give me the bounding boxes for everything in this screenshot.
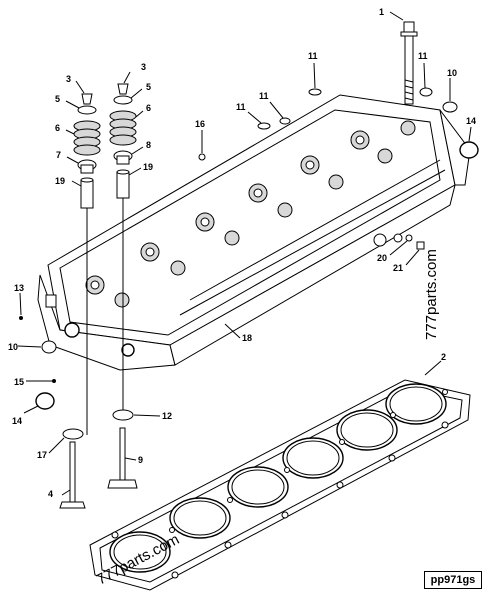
cylinder-head xyxy=(37,94,471,371)
callout-4: 4 xyxy=(48,489,53,499)
callout-16: 16 xyxy=(195,119,205,129)
callout-6-right: 6 xyxy=(146,103,151,113)
callout-3-right: 3 xyxy=(141,62,146,72)
callout-11-b: 11 xyxy=(418,51,428,61)
callout-15: 15 xyxy=(14,377,24,387)
o-rings xyxy=(19,87,479,440)
head-bolt-part-1 xyxy=(400,21,418,105)
callout-14-left: 14 xyxy=(12,416,22,426)
callout-7: 7 xyxy=(56,150,61,160)
callout-14-right: 14 xyxy=(466,116,476,126)
valve-part-9 xyxy=(107,427,138,489)
callout-20: 20 xyxy=(377,253,387,263)
leader-lines xyxy=(17,11,472,496)
callout-21: 21 xyxy=(393,263,403,273)
callout-11-c: 11 xyxy=(236,102,246,112)
diagram-code-label: pp971gs xyxy=(424,571,482,589)
valve-stack-left xyxy=(73,93,101,209)
callout-5-left: 5 xyxy=(55,94,60,104)
head-gasket xyxy=(89,379,471,591)
callout-10-right: 10 xyxy=(447,68,457,78)
callout-10-left: 10 xyxy=(8,342,18,352)
callout-8: 8 xyxy=(146,140,151,150)
callout-6-left: 6 xyxy=(55,123,60,133)
callout-11-d: 11 xyxy=(259,91,269,101)
callout-labels: 1 2 3 3 4 5 5 6 6 7 8 9 10 10 11 11 11 1… xyxy=(8,7,476,499)
callout-1: 1 xyxy=(379,7,384,17)
callout-11-a: 11 xyxy=(308,51,318,61)
callout-5-right: 5 xyxy=(146,82,151,92)
callout-13: 13 xyxy=(14,283,24,293)
valve-part-4 xyxy=(59,441,86,509)
callout-12: 12 xyxy=(162,411,172,421)
callout-19-left: 19 xyxy=(55,176,65,186)
callout-18: 18 xyxy=(242,333,252,343)
callout-17: 17 xyxy=(37,450,47,460)
callout-2: 2 xyxy=(441,352,446,362)
callout-19-right: 19 xyxy=(143,162,153,172)
callout-3-left: 3 xyxy=(66,74,71,84)
watermark-vertical: 777parts.com xyxy=(423,249,440,340)
callout-9: 9 xyxy=(138,455,143,465)
valve-stack-right xyxy=(109,83,137,199)
